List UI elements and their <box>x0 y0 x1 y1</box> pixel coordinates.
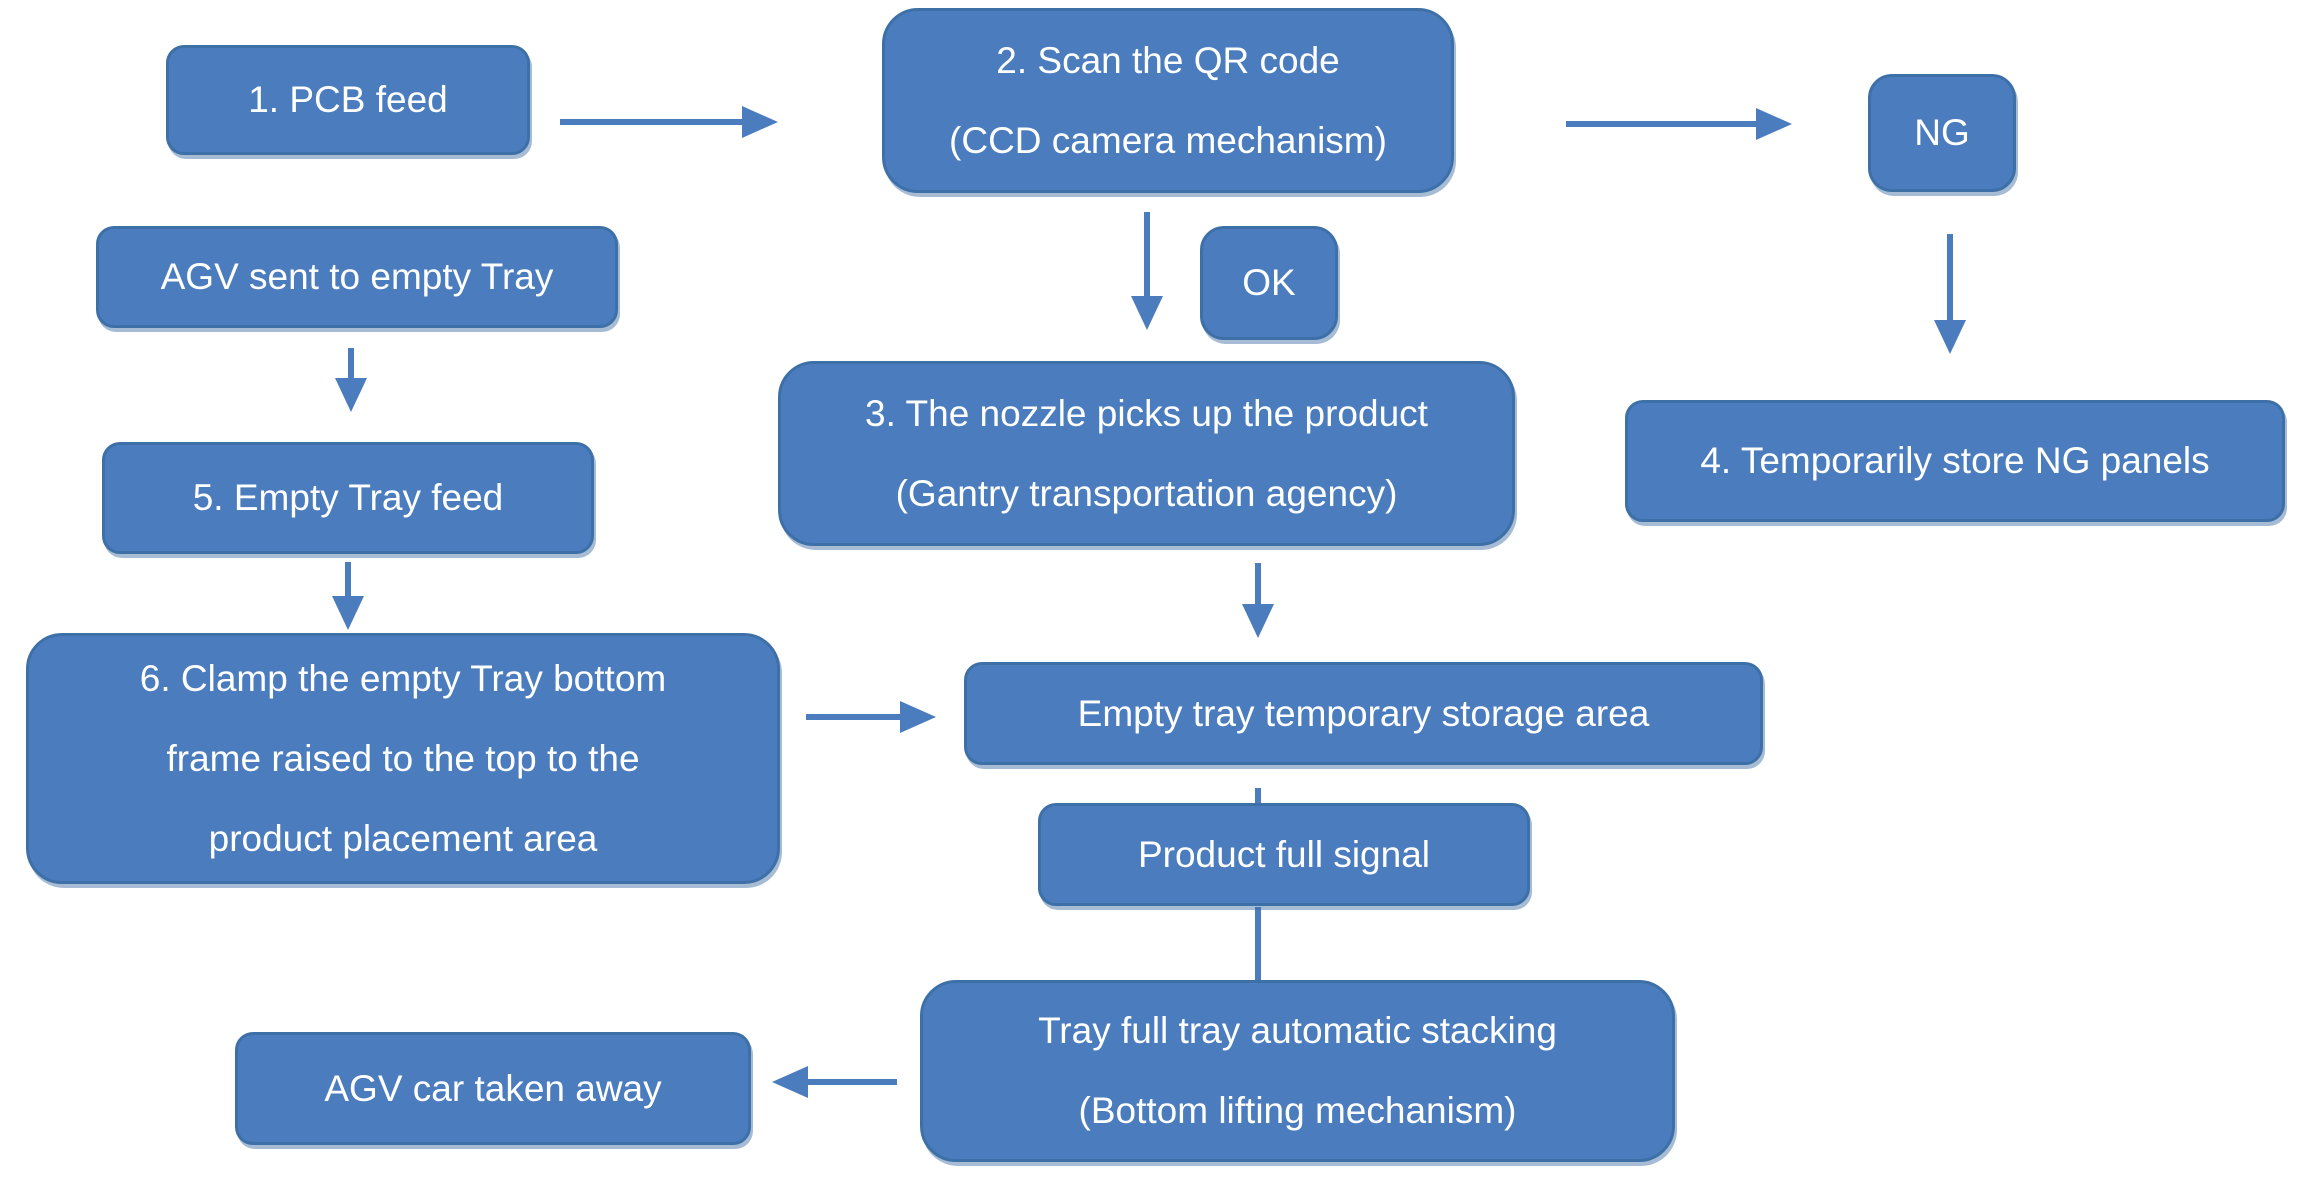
node-empty-tray-feed: 5. Empty Tray feed <box>102 442 594 554</box>
node-agv-sent-label: AGV sent to empty Tray <box>160 256 554 297</box>
node-storage: Empty tray temporary storage area <box>964 662 1763 765</box>
node-product-full-label: Product full signal <box>1137 833 1431 875</box>
arrow-tray-full-to-agv-taken <box>772 1066 897 1098</box>
node-agv-taken-label: AGV car taken away <box>324 1067 662 1109</box>
node-storage-label: Empty tray temporary storage area <box>1077 692 1650 734</box>
node-store-ng: 4. Temporarily store NG panels <box>1625 400 2285 522</box>
arrow-clamp-to-storage <box>806 701 936 733</box>
node-scan-qr: 2. Scan the QR code (CCD camera mechanis… <box>882 8 1454 193</box>
node-product-full: Product full signal <box>1038 803 1530 906</box>
node-ok-label: OK <box>1242 262 1296 303</box>
arrow-nozzle-to-storage <box>1242 563 1274 638</box>
node-pcb-feed: 1. PCB feed <box>166 45 530 155</box>
node-clamp: 6. Clamp the empty Tray bottom frame rai… <box>26 633 780 884</box>
node-tray-full-label: Tray full tray automatic stacking (Botto… <box>1038 1010 1557 1131</box>
arrow-agv-sent-to-empty-tray-feed <box>335 348 367 412</box>
node-ng: NG <box>1868 74 2016 192</box>
node-tray-full: Tray full tray automatic stacking (Botto… <box>920 980 1675 1162</box>
node-empty-tray-feed-label: 5. Empty Tray feed <box>192 477 504 518</box>
arrow-scan-to-ng <box>1566 108 1792 140</box>
node-store-ng-label: 4. Temporarily store NG panels <box>1700 440 2210 481</box>
arrow-pcb-to-scan <box>560 106 778 138</box>
node-nozzle: 3. The nozzle picks up the product (Gant… <box>778 361 1515 546</box>
arrow-scan-to-nozzle <box>1131 212 1163 330</box>
node-agv-sent: AGV sent to empty Tray <box>96 226 618 328</box>
node-ng-label: NG <box>1914 112 1970 153</box>
arrow-ng-to-store-ng <box>1934 234 1966 354</box>
node-agv-taken: AGV car taken away <box>235 1032 751 1145</box>
node-scan-qr-label: 2. Scan the QR code (CCD camera mechanis… <box>949 39 1387 161</box>
node-ok: OK <box>1200 226 1338 340</box>
node-pcb-feed-label: 1. PCB feed <box>248 79 448 120</box>
arrow-empty-tray-feed-to-clamp <box>332 562 364 630</box>
node-clamp-label: 6. Clamp the empty Tray bottom frame rai… <box>139 657 667 859</box>
node-nozzle-label: 3. The nozzle picks up the product (Gant… <box>865 392 1428 514</box>
